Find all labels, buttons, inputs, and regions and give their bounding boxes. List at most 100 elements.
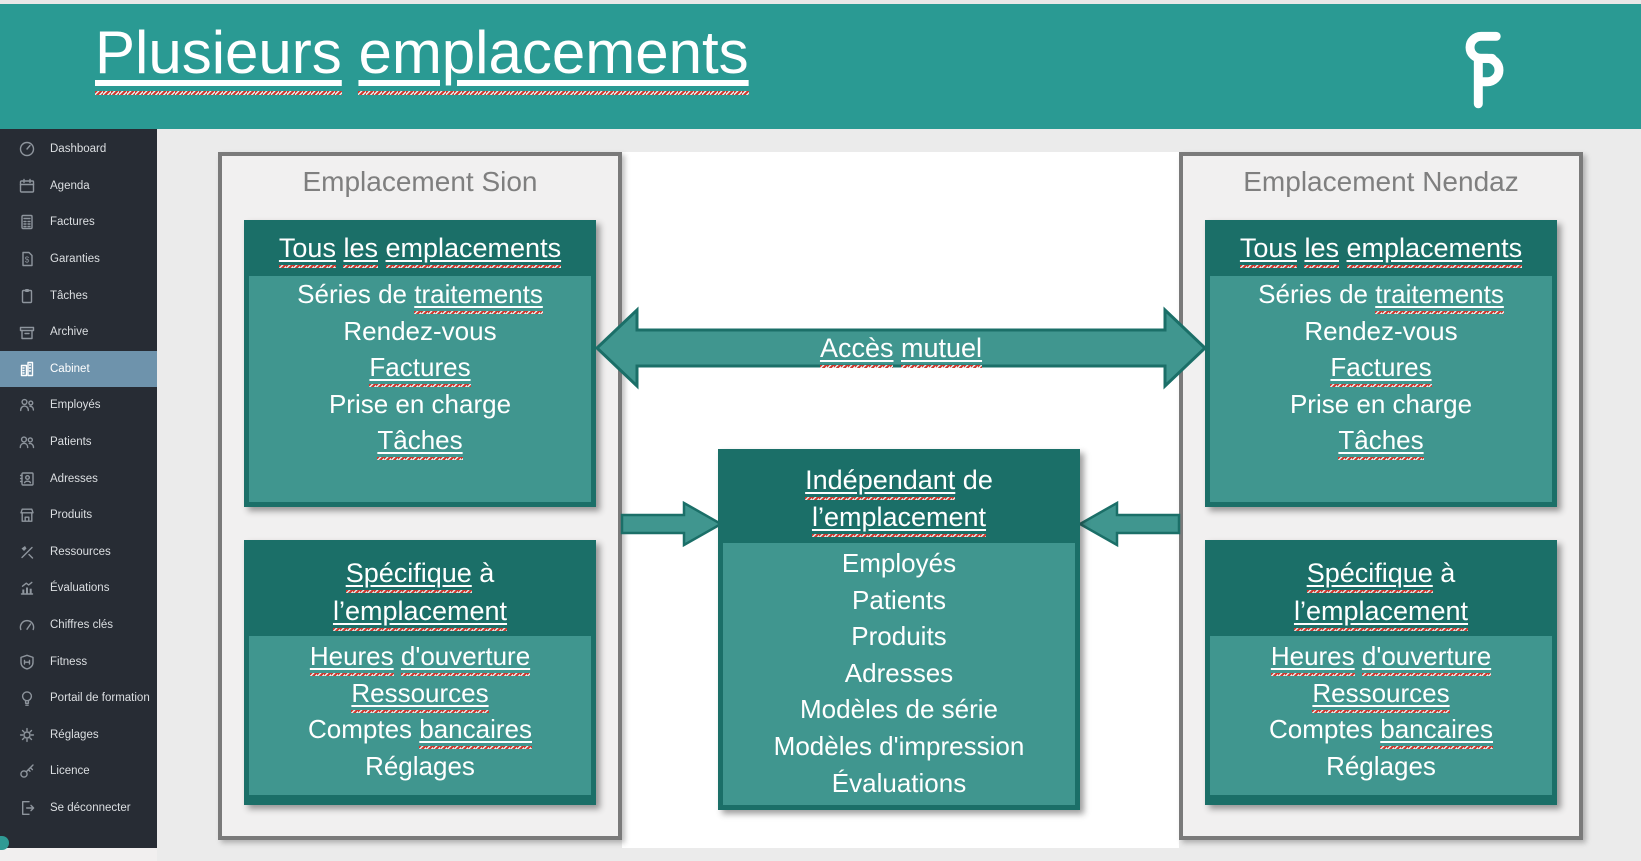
box-item: Évaluations bbox=[723, 765, 1075, 802]
box-item: Comptes bancaires bbox=[249, 711, 591, 750]
text-segment: Réglages bbox=[1326, 750, 1436, 781]
fitness-icon bbox=[17, 653, 37, 671]
employes-icon bbox=[17, 396, 37, 414]
misspelled-word: Tous bbox=[278, 233, 336, 268]
misspelled-word: emplacements bbox=[1346, 233, 1523, 268]
scroll-indicator[interactable] bbox=[0, 836, 9, 850]
sidebar-item-garanties[interactable]: $Garanties bbox=[0, 241, 157, 278]
box-item: Factures bbox=[249, 349, 591, 388]
sidebar-item-label: Produits bbox=[50, 509, 93, 522]
box-item: Patients bbox=[723, 582, 1075, 619]
sidebar-item-label: Licence bbox=[50, 765, 90, 778]
sidebar-item-agenda[interactable]: Agenda bbox=[0, 168, 157, 205]
misspelled-word: Ressources bbox=[1312, 677, 1450, 713]
chiffres-cles-icon bbox=[17, 616, 37, 634]
text-segment: Comptes bbox=[1269, 714, 1381, 745]
archive-icon bbox=[17, 323, 37, 341]
text-segment: Prise en charge bbox=[328, 388, 512, 419]
sidebar-item-dashboard[interactable]: Dashboard bbox=[0, 131, 157, 168]
box-item: Tâches bbox=[1210, 422, 1552, 461]
misspelled-word: l’emplacement bbox=[811, 502, 987, 537]
sidebar-item-produits[interactable]: Produits bbox=[0, 497, 157, 534]
box-item: Réglages bbox=[249, 748, 591, 785]
sidebar-item-employes[interactable]: Employés bbox=[0, 387, 157, 424]
sidebar-item-label: Tâches bbox=[50, 289, 88, 302]
misspelled-word: Accès bbox=[819, 333, 894, 368]
text-segment bbox=[1339, 233, 1347, 263]
box-header: Tous les emplacements bbox=[1210, 220, 1552, 276]
sidebar-item-label: Fitness bbox=[50, 655, 88, 668]
box-item: Heures d'ouverture bbox=[1210, 638, 1552, 676]
text-segment: Prise en charge bbox=[1289, 388, 1473, 419]
text-segment bbox=[378, 233, 386, 263]
page-title: Plusieurs emplacements bbox=[95, 18, 749, 95]
sidebar-item-archive[interactable]: Archive bbox=[0, 314, 157, 351]
sidebar-item-fitness[interactable]: Fitness bbox=[0, 643, 157, 680]
box-item: l’emplacement bbox=[249, 592, 591, 631]
sidebar-item-portail-de-formation[interactable]: Portail de formation bbox=[0, 680, 157, 717]
text-segment: Séries de bbox=[1258, 279, 1376, 309]
misspelled-word: Plusieurs bbox=[95, 19, 342, 95]
text-segment: Séries de bbox=[297, 279, 415, 309]
box-item: Réglages bbox=[1210, 748, 1552, 785]
box-item: Tâches bbox=[249, 422, 591, 461]
misspelled-word: Heures bbox=[1270, 641, 1355, 676]
box-item: Prise en charge bbox=[249, 386, 591, 423]
factures-icon bbox=[17, 213, 37, 231]
box-item: Séries de traitements bbox=[1210, 276, 1552, 314]
text-segment: Modèles de série bbox=[800, 694, 998, 725]
misspelled-word: Factures bbox=[369, 352, 471, 388]
reglages-icon bbox=[17, 726, 37, 744]
text-segment: Rendez-vous bbox=[343, 315, 497, 346]
misspelled-word: Tâches bbox=[1338, 425, 1424, 461]
sidebar-item-label: Chiffres clés bbox=[50, 619, 114, 632]
sidebar-item-factures[interactable]: Factures bbox=[0, 204, 157, 241]
panel-title: Emplacement Sion bbox=[302, 166, 538, 197]
sidebar-item-evaluations[interactable]: Évaluations bbox=[0, 570, 157, 607]
sidebar-item-chiffres-cles[interactable]: Chiffres clés bbox=[0, 607, 157, 644]
box-item: Employés bbox=[723, 545, 1075, 582]
text-segment: Employés bbox=[841, 548, 957, 578]
misspelled-word: les bbox=[343, 233, 378, 268]
sidebar-item-licence[interactable]: Licence bbox=[0, 753, 157, 790]
misspelled-word: emplacements bbox=[358, 19, 749, 95]
misspelled-word: Heures bbox=[309, 641, 394, 676]
sidebar-item-ressources[interactable]: Ressources bbox=[0, 534, 157, 571]
sidebar-item-taches[interactable]: Tâches bbox=[0, 277, 157, 314]
box-tous-les-emplacements: Tous les emplacements Séries de traiteme… bbox=[1205, 220, 1557, 507]
box-item: Ressources bbox=[249, 675, 591, 713]
misspelled-word: Tâches bbox=[377, 425, 463, 461]
evaluations-icon bbox=[17, 579, 37, 597]
produits-icon bbox=[17, 506, 37, 524]
misspelled-word: d'ouverture bbox=[1361, 641, 1492, 676]
text-segment: Patients bbox=[852, 584, 946, 615]
misspelled-word: Tous bbox=[1239, 233, 1297, 268]
misspelled-word: l’emplacement bbox=[332, 596, 508, 631]
misspelled-word: Spécifique bbox=[1306, 558, 1433, 593]
adresses-icon bbox=[17, 470, 37, 488]
sidebar-item-cabinet[interactable]: Cabinet bbox=[0, 350, 157, 388]
text-segment bbox=[394, 641, 401, 671]
misspelled-word: traitements bbox=[414, 279, 543, 314]
sidebar-item-reglages[interactable]: Réglages bbox=[0, 717, 157, 754]
text-segment: Comptes bbox=[308, 714, 420, 745]
sidebar-item-patients[interactable]: Patients bbox=[0, 424, 157, 461]
arrow-right-to-center bbox=[1077, 500, 1181, 548]
sidebar-item-se-deconnecter[interactable]: Se déconnecter bbox=[0, 790, 157, 827]
text-segment: à bbox=[471, 558, 495, 588]
portail-de-formation-icon bbox=[17, 689, 37, 707]
sidebar-item-adresses[interactable]: Adresses bbox=[0, 460, 157, 497]
box-item: Adresses bbox=[723, 655, 1075, 692]
svg-text:$: $ bbox=[25, 256, 30, 265]
box-item: Modèles de série bbox=[723, 691, 1075, 728]
dashboard-icon bbox=[17, 140, 37, 158]
text-segment: Modèles d'impression bbox=[773, 730, 1025, 761]
text-segment bbox=[342, 19, 359, 86]
box-tous-les-emplacements: Tous les emplacements Séries de traiteme… bbox=[244, 220, 596, 507]
